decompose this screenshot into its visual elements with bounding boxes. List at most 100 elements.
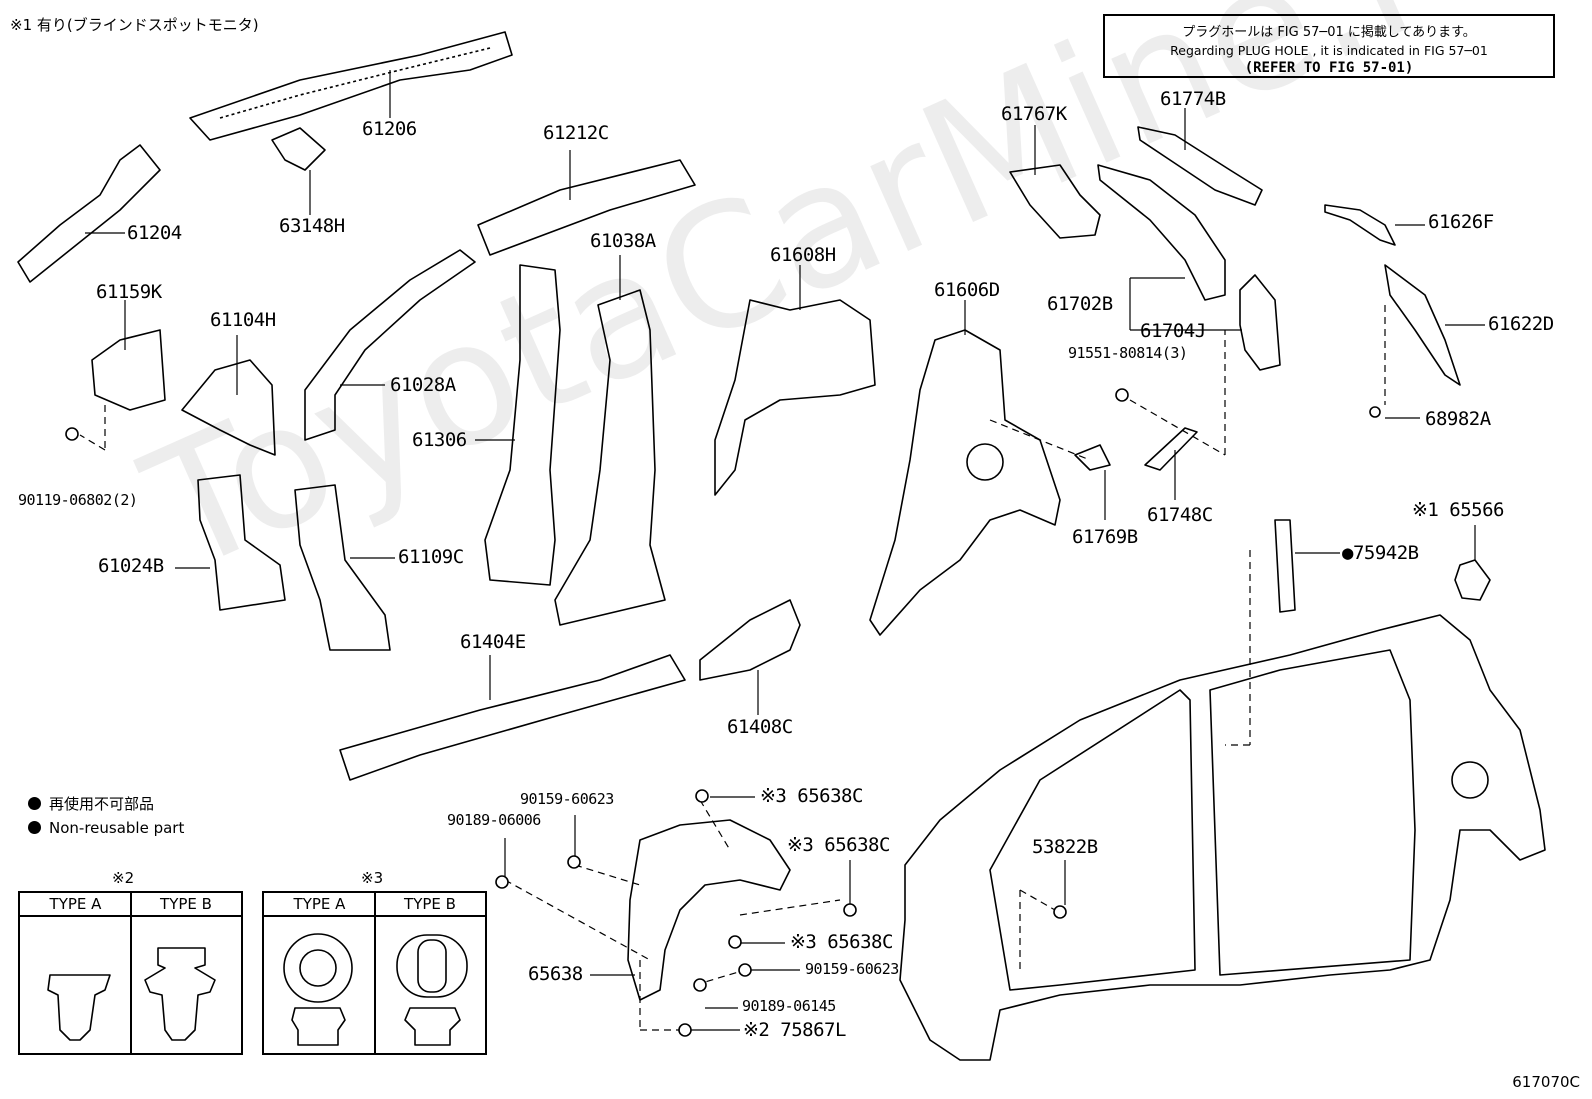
fastener-65638C-1 [695,789,709,803]
fastener-90189a [495,875,509,889]
part-61769B-shape [1074,444,1111,471]
part-label[interactable]: 90189-06006 [447,811,541,829]
part-label[interactable]: 90189-06145 [742,997,836,1015]
part-label[interactable]: 61159K [96,281,162,303]
type2-table: TYPE A TYPE B [18,891,243,1055]
part-label[interactable]: 61702B [1047,293,1113,315]
part-label[interactable]: 61774B [1160,88,1226,110]
type3-header-b: TYPE B [375,893,485,917]
part-label[interactable]: 91551-80814(3) [1068,344,1188,362]
part-label[interactable]: 61104H [210,309,276,331]
non-reusable-dot-icon [28,821,41,834]
part-label[interactable]: 65638 [528,963,583,985]
part-61159K-shape [91,329,166,411]
part-61408C-shape [699,599,801,681]
part-61608H-shape [714,299,876,496]
part-label[interactable]: 90159-60623 [520,790,614,808]
part-label[interactable]: 61626F [1428,211,1494,233]
part-label[interactable]: 61109C [398,546,464,568]
fastener-90119 [65,427,79,441]
type3-table: TYPE A TYPE B [262,891,487,1055]
part-label[interactable]: ※1 65566 [1412,499,1505,521]
non-reusable-dot-icon [28,797,41,810]
part-label[interactable]: ●75942B [1342,542,1419,564]
part-label[interactable]: ※2 75867L [743,1019,846,1041]
part-61024B-shape [197,474,286,611]
part-label[interactable]: 61404E [460,631,526,653]
fastener-68982A [1369,406,1381,418]
plug-hole-notice: プラグホールは FIG 57─01 に掲載してあります。 Regarding P… [1103,14,1555,78]
clip-type3b-shape [396,934,468,998]
type3-mark: ※3 [361,869,384,887]
part-label[interactable]: 61204 [127,222,182,244]
fastener-91551 [1115,388,1129,402]
part-61704J-shape [1239,274,1281,371]
fastener-65638C-2 [843,903,857,917]
part-61212C-shape [477,159,696,256]
part-label[interactable]: 61212C [543,122,609,144]
body-side-shape [899,614,1546,1061]
part-61606D-shape [869,329,1061,636]
part-label[interactable]: 68982A [1425,408,1491,430]
part-label[interactable]: 61748C [1147,504,1213,526]
part-label[interactable]: 61622D [1488,313,1554,335]
part-61306-shape [484,264,561,586]
part-61748C-shape [1144,427,1198,471]
clip-type3a-shape [283,933,353,1003]
part-61767K-shape [1009,164,1101,239]
part-label[interactable]: 61028A [390,374,456,396]
part-75942B-shape [1274,519,1296,613]
part-label[interactable]: 61038A [590,230,656,252]
part-label[interactable]: 61306 [412,429,467,451]
part-61038A-shape [554,289,666,626]
part-label[interactable]: 90159-60623 [805,960,899,978]
fastener-65638C-3 [728,935,742,949]
fastener-90189b [693,978,707,992]
part-61028A-shape [304,249,476,441]
part-label[interactable]: 61408C [727,716,793,738]
clip-type2b-shape [144,947,216,1041]
notice-ref: (REFER TO FIG 57-01) [1244,60,1414,76]
fastener-90159b [738,963,752,977]
part-61104H-shape [181,359,276,456]
part-61404E-shape [339,654,686,781]
part-label[interactable]: 90119-06802(2) [18,491,138,509]
part-label[interactable]: ※3 65638C [760,785,863,807]
part-65638-shape [627,819,791,1001]
legend-jp: 再使用不可部品 [28,793,154,814]
part-label[interactable]: 61206 [362,118,417,140]
part-label[interactable]: 61024B [98,555,164,577]
part-61626F-shape [1324,204,1396,246]
fastener-53822B [1053,905,1067,919]
part-61204-shape [17,144,161,283]
part-label[interactable]: 61606D [934,279,1000,301]
notice-jp: プラグホールは FIG 57─01 に掲載してあります。 [1182,25,1476,40]
part-61622D-shape [1384,264,1461,386]
part-61206-shape [189,31,513,141]
part-61774B-shape [1137,126,1263,206]
figure-code: 617070C [1512,1073,1580,1091]
legend-en: Non-reusable part [28,819,184,837]
part-label[interactable]: 61704J [1140,320,1206,342]
notice-en: Regarding PLUG HOLE , it is indicated in… [1170,43,1488,58]
type2-header-a: TYPE A [20,893,131,917]
part-61702B-shape [1097,164,1226,301]
part-63148H-shape [271,127,326,171]
clip-type2a-shape [47,974,111,1041]
part-label[interactable]: 61767K [1001,103,1067,125]
part-label[interactable]: 61608H [770,244,836,266]
part-65566-shape [1454,559,1491,601]
part-label[interactable]: 63148H [279,215,345,237]
part-label[interactable]: 61769B [1072,526,1138,548]
type2-header-b: TYPE B [131,893,241,917]
part-label[interactable]: ※3 65638C [787,834,890,856]
part-label[interactable]: ※3 65638C [790,931,893,953]
fastener-75867L [678,1023,692,1037]
fastener-90159a [567,855,581,869]
type3-header-a: TYPE A [264,893,375,917]
part-label[interactable]: 53822B [1032,836,1098,858]
part-61109C-shape [294,484,391,651]
note-blind-spot-monitor: ※1 有り(ブラインドスポットモニタ) [10,16,259,34]
type2-mark: ※2 [112,869,135,887]
